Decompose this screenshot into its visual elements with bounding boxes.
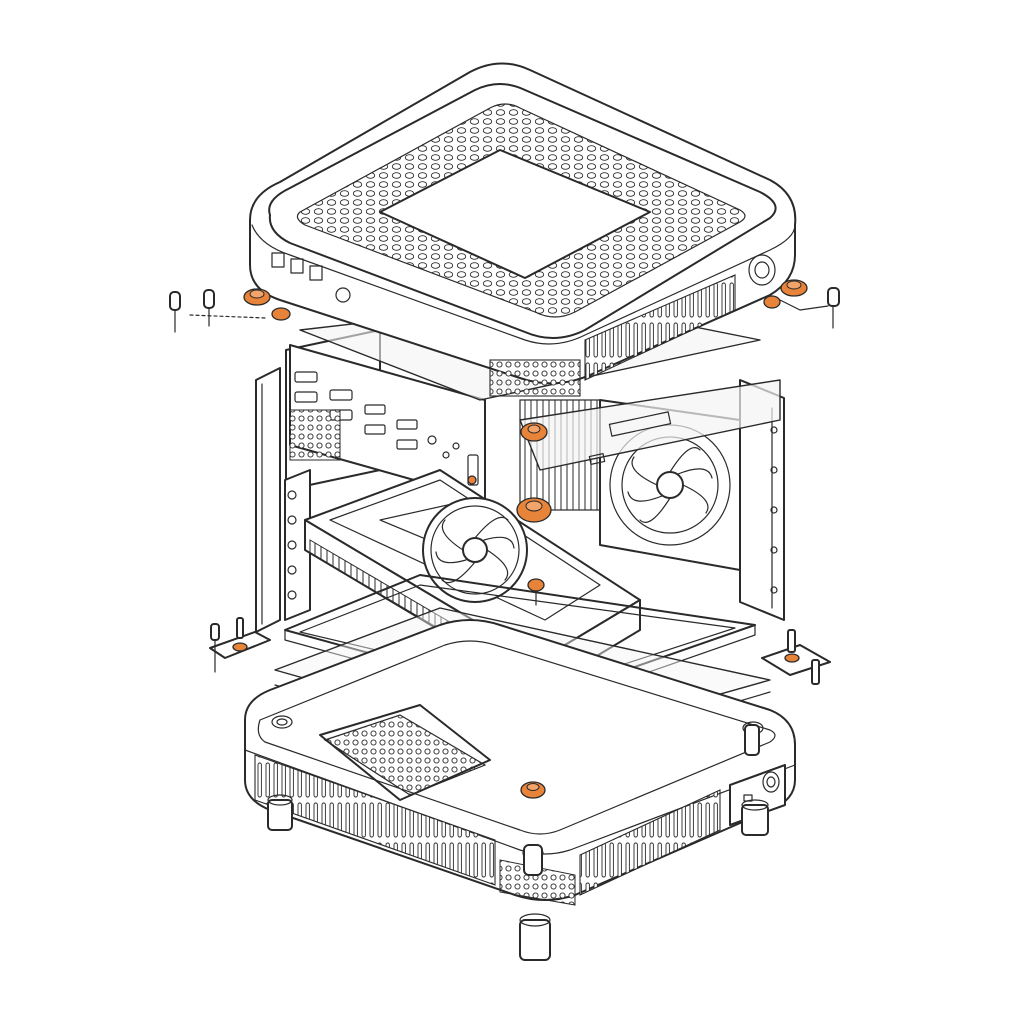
screw-icon	[243, 288, 271, 306]
indicator-led	[467, 475, 477, 485]
front-audio-icon	[335, 287, 351, 303]
foot-icon	[519, 913, 551, 961]
foot-icon	[267, 794, 293, 831]
usb-port-icon	[364, 404, 386, 415]
displayport-icon	[329, 389, 353, 401]
foot-icon	[741, 799, 769, 836]
side-mount-left	[209, 617, 271, 673]
screw-icon	[520, 781, 546, 799]
screw-icon	[780, 279, 808, 297]
screw-icon	[520, 422, 548, 442]
screws-top	[243, 279, 808, 523]
screw-icon	[527, 578, 545, 606]
screw-icon	[271, 307, 291, 321]
front-usb-icon	[271, 252, 285, 268]
top-cover	[249, 62, 797, 397]
power-slot-icon	[467, 454, 479, 486]
usb-port-icon	[396, 419, 418, 430]
front-usb-icon	[290, 258, 304, 274]
audio-jack-icon	[427, 435, 437, 445]
standoff-icon	[827, 287, 840, 329]
support-feet	[267, 794, 769, 961]
side-mount-right	[761, 629, 831, 685]
hdmi-port-icon	[294, 371, 318, 383]
usb-port-icon	[364, 424, 386, 435]
hdmi-port-icon	[294, 391, 318, 403]
pcie-slots	[284, 469, 311, 621]
standoffs-base	[523, 724, 760, 876]
screw-icon	[763, 295, 781, 309]
front-usb-icon	[309, 265, 323, 281]
standoffs-top	[169, 287, 840, 333]
standoff-icon	[203, 289, 215, 327]
usb-port-icon	[396, 439, 418, 450]
power-button-icon	[748, 254, 776, 286]
standoff-icon	[169, 291, 181, 333]
screw-icon	[516, 497, 552, 523]
